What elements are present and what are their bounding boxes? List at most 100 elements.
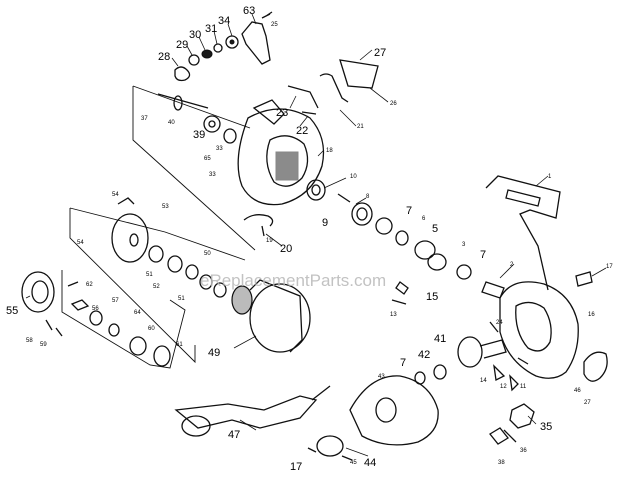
callout-label: 16 xyxy=(588,312,595,318)
washer-50 xyxy=(185,264,199,280)
handle-knob-47 xyxy=(181,415,211,437)
anti-reverse-14 xyxy=(493,364,506,381)
callout-label: 8 xyxy=(366,194,370,200)
clutch-5 xyxy=(414,240,436,260)
side-cover-43 xyxy=(349,375,439,446)
leader-20 xyxy=(265,233,283,247)
spring-19 xyxy=(243,214,274,227)
leader-30 xyxy=(198,36,206,51)
leader-34 xyxy=(227,23,233,37)
spool-drum-49 xyxy=(231,285,253,315)
callout-label: 13 xyxy=(390,312,397,318)
leader-17a xyxy=(591,267,607,277)
rotor-inner-18 xyxy=(266,135,309,187)
spool-front-53-hub xyxy=(129,233,139,247)
bail-wire-21 xyxy=(319,73,349,103)
leader-47 xyxy=(239,419,257,431)
spring-64 xyxy=(108,323,120,337)
handle-shaft-47 xyxy=(311,385,331,401)
callout-label: 45 xyxy=(350,460,357,466)
handle-47 xyxy=(174,395,318,429)
bail-23 xyxy=(287,85,319,109)
side-plate-46 xyxy=(583,351,608,382)
spool-skirt-49-body xyxy=(249,279,303,353)
callout-label: 51 xyxy=(146,272,153,278)
nut-38 xyxy=(489,427,509,445)
watermark: eReplacementParts.com xyxy=(200,271,386,290)
cap-screw-45 xyxy=(341,455,353,461)
leader-49 xyxy=(233,335,257,349)
collar-65 xyxy=(223,128,237,144)
bail-arm-parts xyxy=(174,11,379,115)
spool-skirt-49 xyxy=(249,283,311,353)
spool-front-53 xyxy=(111,213,149,263)
callout-label: 17 xyxy=(290,461,302,473)
leader-44 xyxy=(345,447,369,457)
callout-label: 7 xyxy=(406,205,412,217)
leader-63 xyxy=(251,13,257,25)
group-outlines xyxy=(61,85,256,369)
shaft-washer-40 xyxy=(173,95,183,111)
callout-label: 26 xyxy=(390,101,397,107)
washer-52 xyxy=(167,255,183,273)
reel-foot-1 xyxy=(485,175,561,291)
main-shaft-37 xyxy=(157,93,209,109)
callout-label: 21 xyxy=(357,124,364,130)
bail-screw-22 xyxy=(301,111,317,115)
drag-knob-35 xyxy=(509,403,535,429)
rotor-assembly xyxy=(157,93,325,206)
leader-10 xyxy=(323,177,347,189)
leader-8 xyxy=(355,197,367,205)
callout-label: 35 xyxy=(540,421,552,433)
bearing-10-inner xyxy=(311,184,321,196)
callout-label: 12 xyxy=(500,384,507,390)
washer-31 xyxy=(213,43,223,53)
reel-body xyxy=(485,175,608,382)
callout-label: 22 xyxy=(296,125,308,137)
bail-spring-28 xyxy=(174,66,191,82)
callout-label: 53 xyxy=(162,204,169,210)
callout-label: 27 xyxy=(374,47,386,59)
callout-label: 65 xyxy=(204,156,211,162)
drive-gear-41 xyxy=(457,336,483,368)
leader-lines xyxy=(25,13,607,457)
screw-17a xyxy=(575,271,593,287)
washer-6 xyxy=(395,230,409,246)
callout-label: 54 xyxy=(77,240,84,246)
callout-label: 27 xyxy=(584,400,591,406)
screw-8 xyxy=(337,193,351,203)
callout-label: 52 xyxy=(153,284,160,290)
callout-label: 43 xyxy=(378,374,385,380)
line-roller-27 xyxy=(339,59,379,89)
shaft-bushing-39-inner xyxy=(208,120,216,128)
spool-parts xyxy=(111,197,311,353)
leader-55 xyxy=(25,295,31,299)
washer-51a xyxy=(148,245,164,263)
leader-29 xyxy=(186,45,193,56)
bearing-7b xyxy=(456,264,472,280)
bail-arm-screw-25 xyxy=(261,11,273,19)
screw-58 xyxy=(45,319,53,331)
callout-label: 51 xyxy=(178,296,185,302)
screw-17b xyxy=(307,447,317,453)
leader-22 xyxy=(299,115,309,127)
callout-label: 9 xyxy=(322,217,328,229)
rotor-group-outline xyxy=(132,85,256,251)
callout-label: 23 xyxy=(276,107,288,119)
drag-knob-55-inner xyxy=(31,280,49,304)
leader-18 xyxy=(317,149,325,157)
callout-label: 25 xyxy=(271,22,278,28)
pinion-gear-9-inner xyxy=(356,207,368,221)
callout-label: 1 xyxy=(548,174,552,180)
callout-label: 15 xyxy=(426,291,438,303)
callout-label: 11 xyxy=(520,384,527,390)
spring-11 xyxy=(517,357,529,365)
leader-21 xyxy=(339,109,357,127)
callout-label: 55 xyxy=(6,305,18,317)
spring-36 xyxy=(503,429,517,443)
spool-group-outline xyxy=(69,207,246,364)
callout-label: 34 xyxy=(218,15,230,27)
leader-23 xyxy=(289,95,297,109)
callout-label: 64 xyxy=(134,310,141,316)
